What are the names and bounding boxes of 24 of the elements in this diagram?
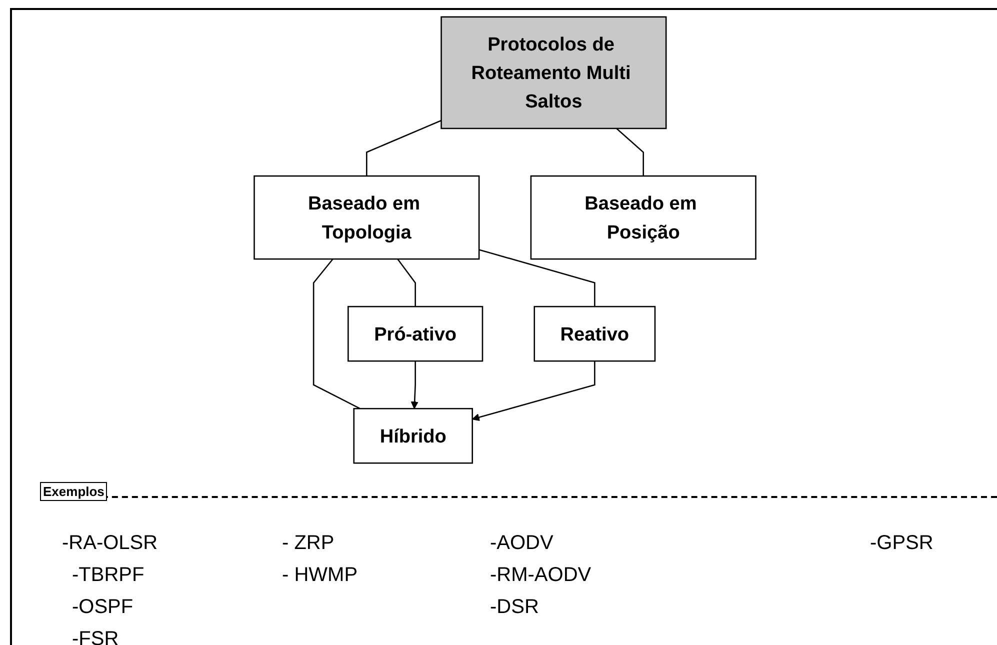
arrow (410, 361, 418, 409)
example-text: - ZRP (282, 532, 334, 555)
connector (312, 258, 360, 410)
example-text: -OSPF (72, 596, 134, 619)
node-box: Pró-ativo (347, 306, 483, 362)
arrow (472, 361, 595, 421)
section-heading: Exemplos (40, 482, 108, 501)
node-box: Reativo (533, 306, 656, 362)
example-text: - HWMP (282, 564, 358, 587)
connector (616, 128, 644, 176)
node-box: Protocolos de Roteamento Multi Saltos (440, 16, 666, 130)
example-text: -RA-OLSR (62, 532, 158, 555)
node-box: Baseado em Topologia (253, 175, 480, 260)
node-box: Híbrido (352, 408, 472, 464)
example-text: -RM-AODV (490, 564, 592, 587)
example-text: -AODV (490, 532, 554, 555)
example-text: -FSR (72, 628, 119, 645)
example-text: -GPSR (870, 532, 934, 555)
example-text: -DSR (490, 596, 539, 619)
node-box: Baseado em Posição (530, 175, 756, 260)
connector (478, 249, 595, 307)
example-text: -TBRPF (72, 564, 144, 587)
connector (366, 120, 442, 176)
connector (396, 258, 416, 307)
